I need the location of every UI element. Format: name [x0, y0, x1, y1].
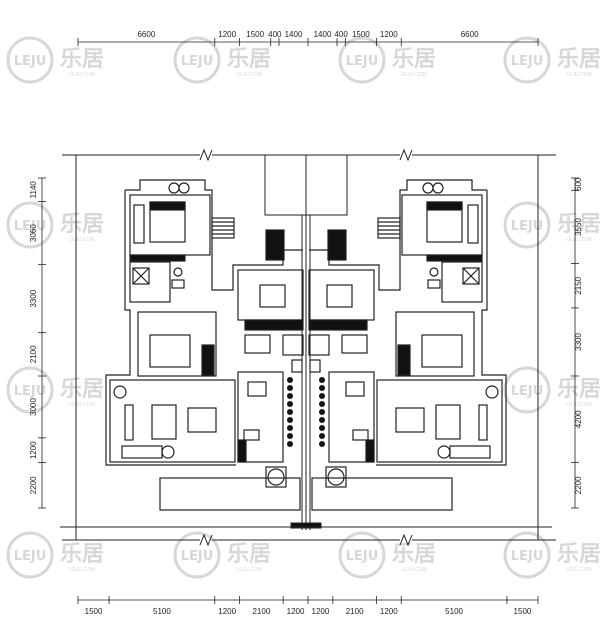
watermark-sub-text: LEJU.COM — [401, 567, 426, 573]
watermark-logo-text: LEJU — [14, 384, 47, 399]
dimension-label: 1500 — [352, 30, 370, 39]
watermark-cn-text: 乐居 — [60, 212, 104, 237]
dimension-label: 1500 — [514, 607, 532, 616]
watermark-cn-text: 乐居 — [60, 377, 104, 402]
unit-left — [105, 179, 304, 511]
watermark-sub-text: LEJU.COM — [69, 237, 94, 243]
watermark-sub-text: LEJU.COM — [566, 402, 591, 408]
watermark-logo-text: LEJU — [346, 54, 379, 69]
dimension-label: 6600 — [137, 30, 155, 39]
watermark-cn-text: 乐居 — [60, 542, 104, 567]
watermark-cn-text: 乐居 — [557, 542, 601, 567]
watermark-logo-text: LEJU — [511, 54, 544, 69]
watermark-sub-text: LEJU.COM — [69, 567, 94, 573]
watermark-cn-text: 乐居 — [557, 212, 601, 237]
watermark-sub-text: LEJU.COM — [69, 402, 94, 408]
watermark-sub-text: LEJU.COM — [401, 72, 426, 78]
watermark-sub-text: LEJU.COM — [69, 72, 94, 78]
dimension-label: 5100 — [153, 607, 171, 616]
watermark-logo-text: LEJU — [181, 549, 214, 564]
dimension-label: 1500 — [246, 30, 264, 39]
watermark-cn-text: 乐居 — [557, 47, 601, 72]
dimension-label: 1200 — [218, 607, 236, 616]
dimension-label: 1400 — [314, 30, 332, 39]
watermark-cn-text: 乐居 — [227, 47, 271, 72]
watermark-cn-text: 乐居 — [392, 542, 436, 567]
watermark-logo-text: LEJU — [511, 219, 544, 234]
dimension-chain-left: 1140 3060 3300 2100 3000 1200 2200 — [29, 177, 46, 509]
dimension-label: 3300 — [29, 289, 38, 307]
watermark-logo-text: LEJU — [14, 219, 47, 234]
dimension-label: 3550 — [574, 218, 583, 236]
watermark-logo-text: LEJU — [511, 384, 544, 399]
dimension-label: 1500 — [85, 607, 103, 616]
watermark-sub-text: LEJU.COM — [566, 567, 591, 573]
watermark-cn-text: 乐居 — [60, 47, 104, 72]
watermark-logo-text: LEJU — [346, 549, 379, 564]
dimension-chain-right: 600 3550 2150 3300 4200 2200 — [571, 177, 583, 509]
dimension-label: 1200 — [380, 607, 398, 616]
dimension-label: 2100 — [29, 345, 38, 363]
dimension-label: 1400 — [285, 30, 303, 39]
dimension-label: 1200 — [380, 30, 398, 39]
dimension-label: 600 — [574, 177, 583, 191]
watermark-sub-text: LEJU.COM — [566, 237, 591, 243]
dimension-label: 3300 — [574, 333, 583, 351]
dimension-label: 1200 — [287, 607, 305, 616]
watermark-logo-text: LEJU — [14, 54, 47, 69]
dimension-label: 400 — [334, 30, 348, 39]
dimension-label: 2150 — [574, 276, 583, 294]
watermark-cn-text: 乐居 — [557, 377, 601, 402]
watermark-sub-text: LEJU.COM — [236, 567, 261, 573]
dimension-label: 5100 — [445, 607, 463, 616]
watermark-sub-text: LEJU.COM — [566, 72, 591, 78]
dimension-chain-bottom: 1500 5100 1200 2100 1200 1200 2100 1200 5100 1500 — [77, 596, 539, 616]
dimension-label: 1140 — [29, 181, 38, 199]
dimension-label: 1200 — [29, 441, 38, 459]
watermark-cn-text: 乐居 — [392, 47, 436, 72]
dimension-label: 3060 — [29, 224, 38, 242]
dimension-label: 4200 — [574, 410, 583, 428]
watermark-cn-text: 乐居 — [227, 542, 271, 567]
dimension-label: 3000 — [29, 397, 38, 415]
dimension-label: 1200 — [218, 30, 236, 39]
dimension-label: 2200 — [29, 476, 38, 494]
dimension-label: 6600 — [461, 30, 479, 39]
unit-right — [308, 179, 507, 511]
watermark-logo-text: LEJU — [14, 549, 47, 564]
dimension-label: 1200 — [312, 607, 330, 616]
watermark-sub-text: LEJU.COM — [236, 72, 261, 78]
site-outline — [62, 148, 556, 547]
watermark-logo-text: LEJU — [181, 54, 214, 69]
dimension-label: 2100 — [346, 607, 364, 616]
dimension-label: 2200 — [574, 476, 583, 494]
dimension-label: 2100 — [252, 607, 270, 616]
watermark-logo-text: LEJU — [511, 549, 544, 564]
dimension-label: 400 — [268, 30, 282, 39]
